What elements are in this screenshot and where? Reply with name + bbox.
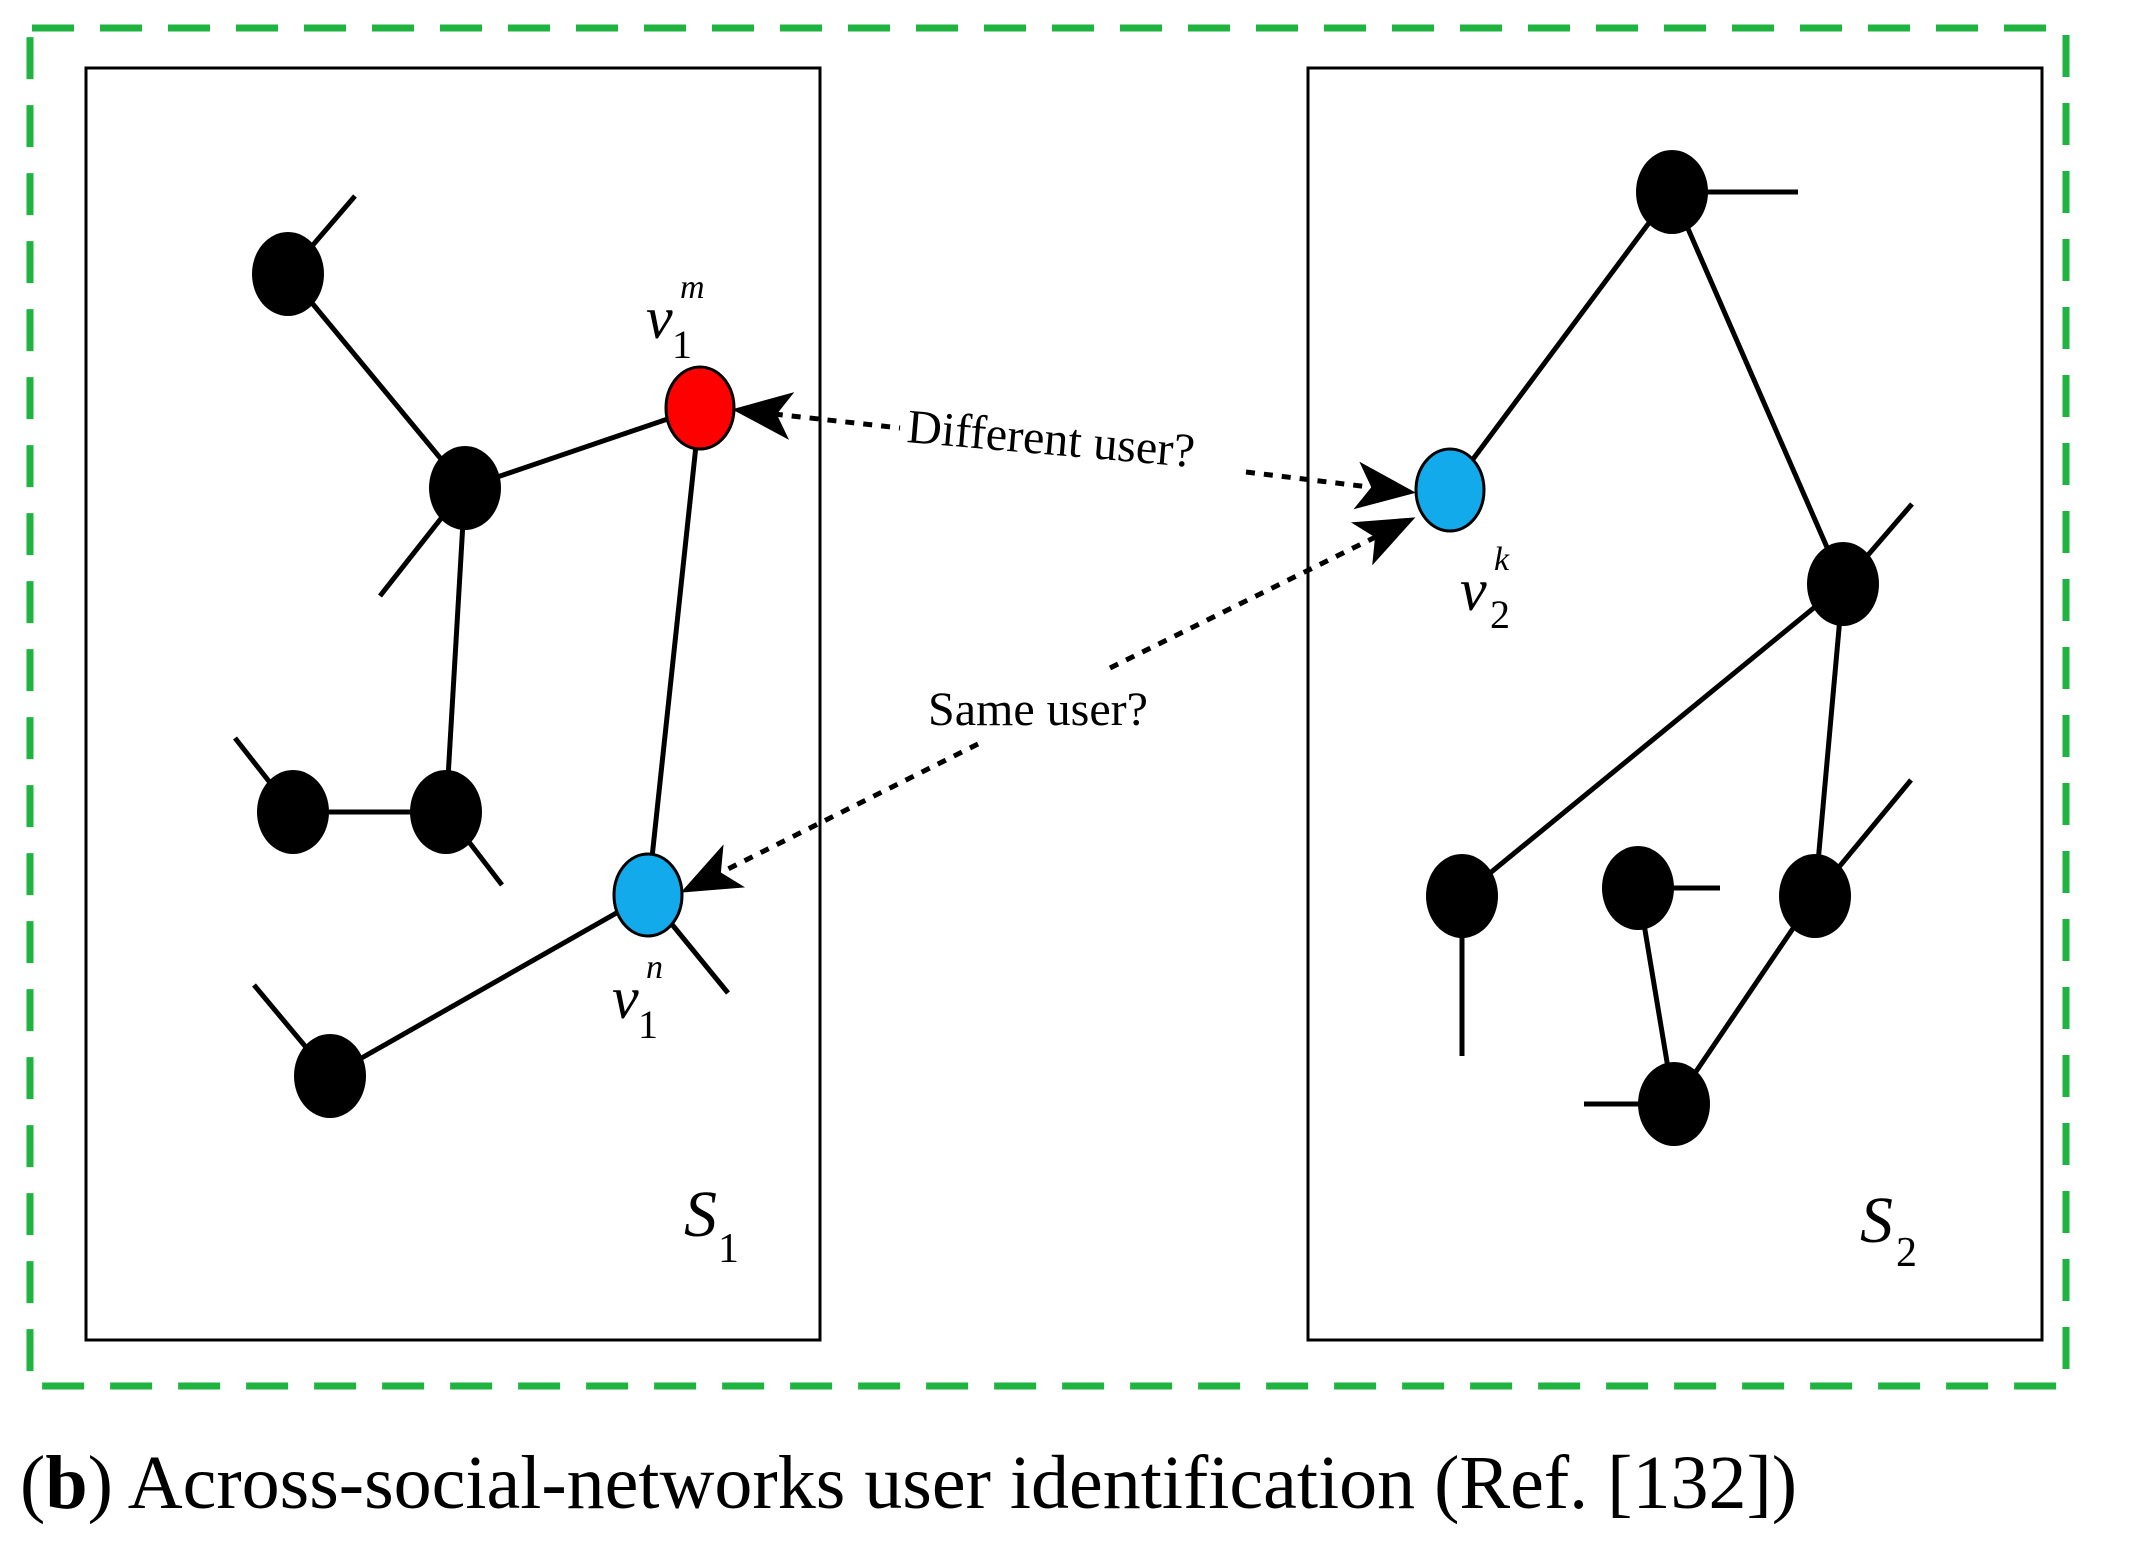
s1-node-top-left — [252, 232, 324, 316]
network-s1-frame — [84, 66, 822, 1342]
label-v1m: v 1 m — [646, 269, 705, 367]
figure-caption: (b) Across-social-networks user identifi… — [20, 1441, 1797, 1525]
node-v2k — [1414, 447, 1486, 533]
network-s2-edges — [1447, 189, 1914, 1107]
s1-node-hub — [429, 446, 501, 530]
svg-text:1: 1 — [638, 1002, 658, 1047]
network-s2-nodes — [1414, 150, 1879, 1146]
link-same-lower — [680, 741, 980, 893]
s2-node-right — [1779, 854, 1851, 938]
link-same-upper — [1108, 517, 1416, 671]
svg-text:2: 2 — [1896, 1230, 1917, 1276]
label-v1n: v 1 n — [612, 949, 663, 1047]
svg-text:m: m — [680, 269, 705, 306]
label-v2k: v 2 k — [1460, 541, 1510, 637]
link-label-different: Different user? — [905, 400, 1197, 478]
link-different-right — [1245, 461, 1416, 510]
s1-node-left — [257, 770, 329, 854]
svg-text:n: n — [646, 949, 663, 986]
s1-node-mid — [410, 770, 482, 854]
node-v1m — [664, 365, 736, 451]
svg-text:S: S — [684, 1178, 717, 1251]
s2-node-top — [1636, 150, 1708, 234]
s1-node-bottom — [294, 1034, 366, 1118]
node-v1n — [612, 852, 684, 938]
cross-network-links — [680, 392, 1416, 893]
network-s1-nodes — [252, 232, 736, 1118]
network-s2-frame — [1306, 66, 2044, 1342]
svg-text:v: v — [1460, 557, 1487, 623]
link-label-same: Same user? — [928, 683, 1148, 736]
s2-node-mid — [1602, 846, 1674, 930]
svg-text:1: 1 — [718, 1226, 739, 1272]
svg-text:2: 2 — [1490, 592, 1510, 637]
svg-text:S: S — [1860, 1184, 1893, 1257]
svg-text:1: 1 — [672, 322, 692, 367]
svg-text:v: v — [646, 285, 673, 351]
s2-node-hub — [1807, 542, 1879, 626]
label-network-s1: S 1 — [684, 1178, 739, 1272]
label-network-s2: S 2 — [1860, 1184, 1917, 1276]
s2-node-bottom — [1638, 1062, 1710, 1146]
svg-text:k: k — [1494, 541, 1510, 578]
svg-text:v: v — [612, 965, 639, 1031]
s2-node-left — [1426, 854, 1498, 938]
